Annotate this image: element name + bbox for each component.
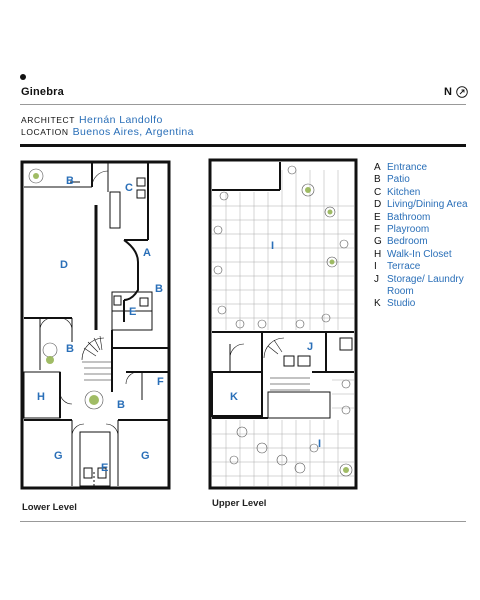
- legend-item: K Studio: [374, 298, 469, 310]
- legend-item: J Storage/ Laundry Room: [374, 274, 469, 299]
- legend-item: I Terrace: [374, 261, 469, 273]
- room-label-j: J: [307, 341, 313, 353]
- location-value: Buenos Aires, Argentina: [72, 126, 194, 138]
- legend-label: Terrace: [387, 261, 421, 273]
- north-arrow-icon: [456, 86, 468, 98]
- lower-level-plan: [20, 160, 171, 490]
- room-label-a: A: [143, 247, 151, 259]
- legend-item: G Bedroom: [374, 236, 469, 248]
- legend-letter: B: [374, 174, 381, 186]
- legend-label: Bedroom: [387, 236, 428, 248]
- room-label-b: B: [117, 399, 125, 411]
- room-label-c: C: [125, 182, 133, 194]
- legend-letter: K: [374, 298, 381, 310]
- room-legend: A Entrance B Patio C Kitchen D Living/Dining…: [374, 162, 469, 311]
- footer-divider: [20, 521, 466, 522]
- legend-letter: A: [374, 162, 381, 173]
- upper-level-plan: [208, 158, 358, 490]
- legend-item: F Playroom: [374, 224, 469, 236]
- north-label: N: [444, 86, 452, 98]
- header-thick-rule: [20, 144, 466, 147]
- legend-label: Entrance: [387, 162, 428, 173]
- legend-item: B Patio: [374, 174, 469, 186]
- legend-item: H Walk-In Closet: [374, 249, 469, 261]
- lower-level-caption: Lower Level: [22, 502, 77, 513]
- legend-label: Storage/ Laundry Room: [387, 273, 464, 298]
- room-label-k: K: [230, 391, 238, 403]
- header-divider: [20, 104, 466, 105]
- legend-letter: G: [374, 236, 382, 248]
- location-label: LOCATION: [21, 127, 69, 137]
- room-label-b: B: [66, 343, 74, 355]
- legend-item: E Bathroom: [374, 212, 469, 224]
- legend-item: D Living/Dining Area: [374, 199, 469, 211]
- legend-label: Studio: [387, 298, 416, 310]
- legend-label: Kitchen: [387, 186, 421, 198]
- legend-letter: J: [374, 273, 379, 285]
- legend-label: Bathroom: [387, 211, 431, 223]
- legend-letter: D: [374, 199, 382, 211]
- room-label-h: H: [37, 391, 45, 403]
- room-label-e: E: [129, 306, 136, 318]
- legend-letter: E: [374, 211, 381, 223]
- room-label-e: E: [101, 462, 108, 474]
- room-label-d: D: [60, 259, 68, 271]
- room-label-i: I: [271, 240, 274, 252]
- legend-letter: I: [374, 261, 377, 273]
- room-label-g: G: [141, 450, 150, 462]
- room-label-i: I: [318, 438, 321, 450]
- room-label-f: F: [157, 376, 164, 388]
- legend-letter: C: [374, 186, 382, 198]
- legend-item: C Kitchen: [374, 187, 469, 199]
- legend-label: Living/Dining Area: [387, 199, 468, 211]
- legend-label: Patio: [387, 174, 410, 186]
- legend-label: Walk-In Closet: [387, 248, 452, 260]
- project-title: Ginebra: [21, 86, 64, 98]
- room-label-b: B: [155, 283, 163, 295]
- legend-item: A Entrance: [374, 162, 469, 174]
- upper-level-caption: Upper Level: [212, 498, 267, 509]
- legend-label: Playroom: [387, 224, 430, 236]
- bullet-dot: [20, 74, 26, 80]
- architect-label: ARCHITECT: [21, 115, 76, 125]
- planting: [28, 165, 353, 477]
- legend-letter: H: [374, 248, 382, 260]
- room-label-b: B: [66, 175, 74, 187]
- room-label-g: G: [54, 450, 63, 462]
- legend-letter: F: [374, 224, 381, 236]
- architect-value: Hernán Landolfo: [79, 114, 163, 126]
